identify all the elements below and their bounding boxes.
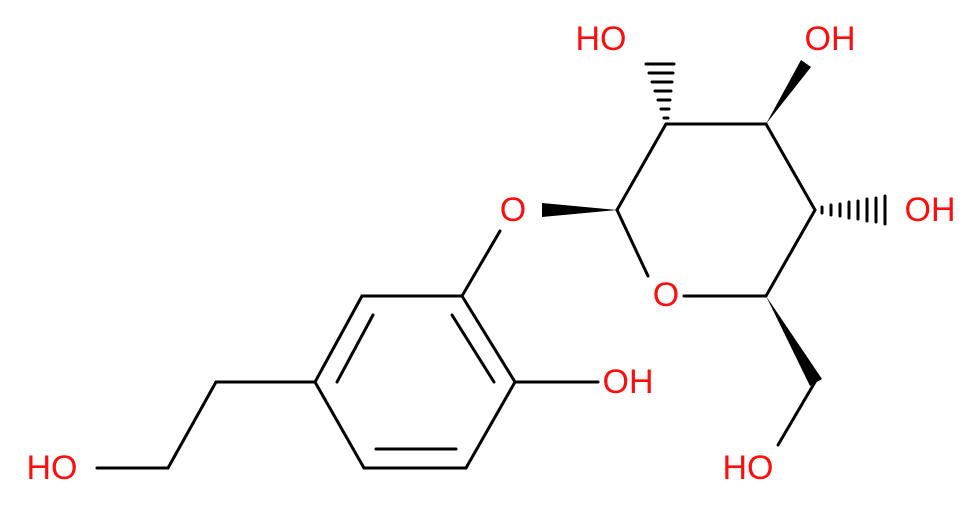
bond-ring-b [460, 294, 517, 384]
pyranose-ring [615, 122, 817, 447]
substituent-bonds [95, 229, 600, 470]
stereo-bonds [542, 60, 887, 386]
bond-c6-oh [776, 380, 817, 447]
bond-ring-b-inner [450, 313, 496, 384]
bond-c3-c4 [764, 122, 817, 212]
label-oh-c2: HO [576, 20, 627, 58]
label-oh-c6: HO [723, 449, 774, 487]
hash-c4-oh [820, 194, 887, 226]
bond-ring-e [313, 380, 366, 470]
wedge-c3-oh [766, 60, 811, 124]
bond-c4-c5 [764, 208, 817, 298]
label-oh-ethyl: HO [27, 449, 78, 487]
atom-labels: HO OH OH O O OH HO HO [27, 20, 956, 487]
benzene-ring [313, 294, 517, 470]
wedge-c5-c6 [766, 296, 822, 386]
label-o-ring: O [653, 276, 679, 314]
label-oh-c4: OH [905, 191, 956, 229]
label-o-glycosidic: O [500, 191, 526, 229]
bond-c1-c2 [615, 122, 668, 212]
bond-ring-f [313, 294, 364, 384]
bond-ch2-ch2 [166, 380, 218, 470]
hash-c2-oh [644, 62, 676, 120]
bond-ring-f-inner [335, 313, 375, 384]
label-oh-c3: OH [805, 20, 856, 58]
bond-aryl-o [460, 229, 502, 298]
bond-ring-c [464, 380, 517, 470]
wedge-c1-o [542, 203, 617, 217]
bond-oring-c1 [615, 208, 650, 278]
label-oh-phenol: OH [603, 363, 654, 401]
